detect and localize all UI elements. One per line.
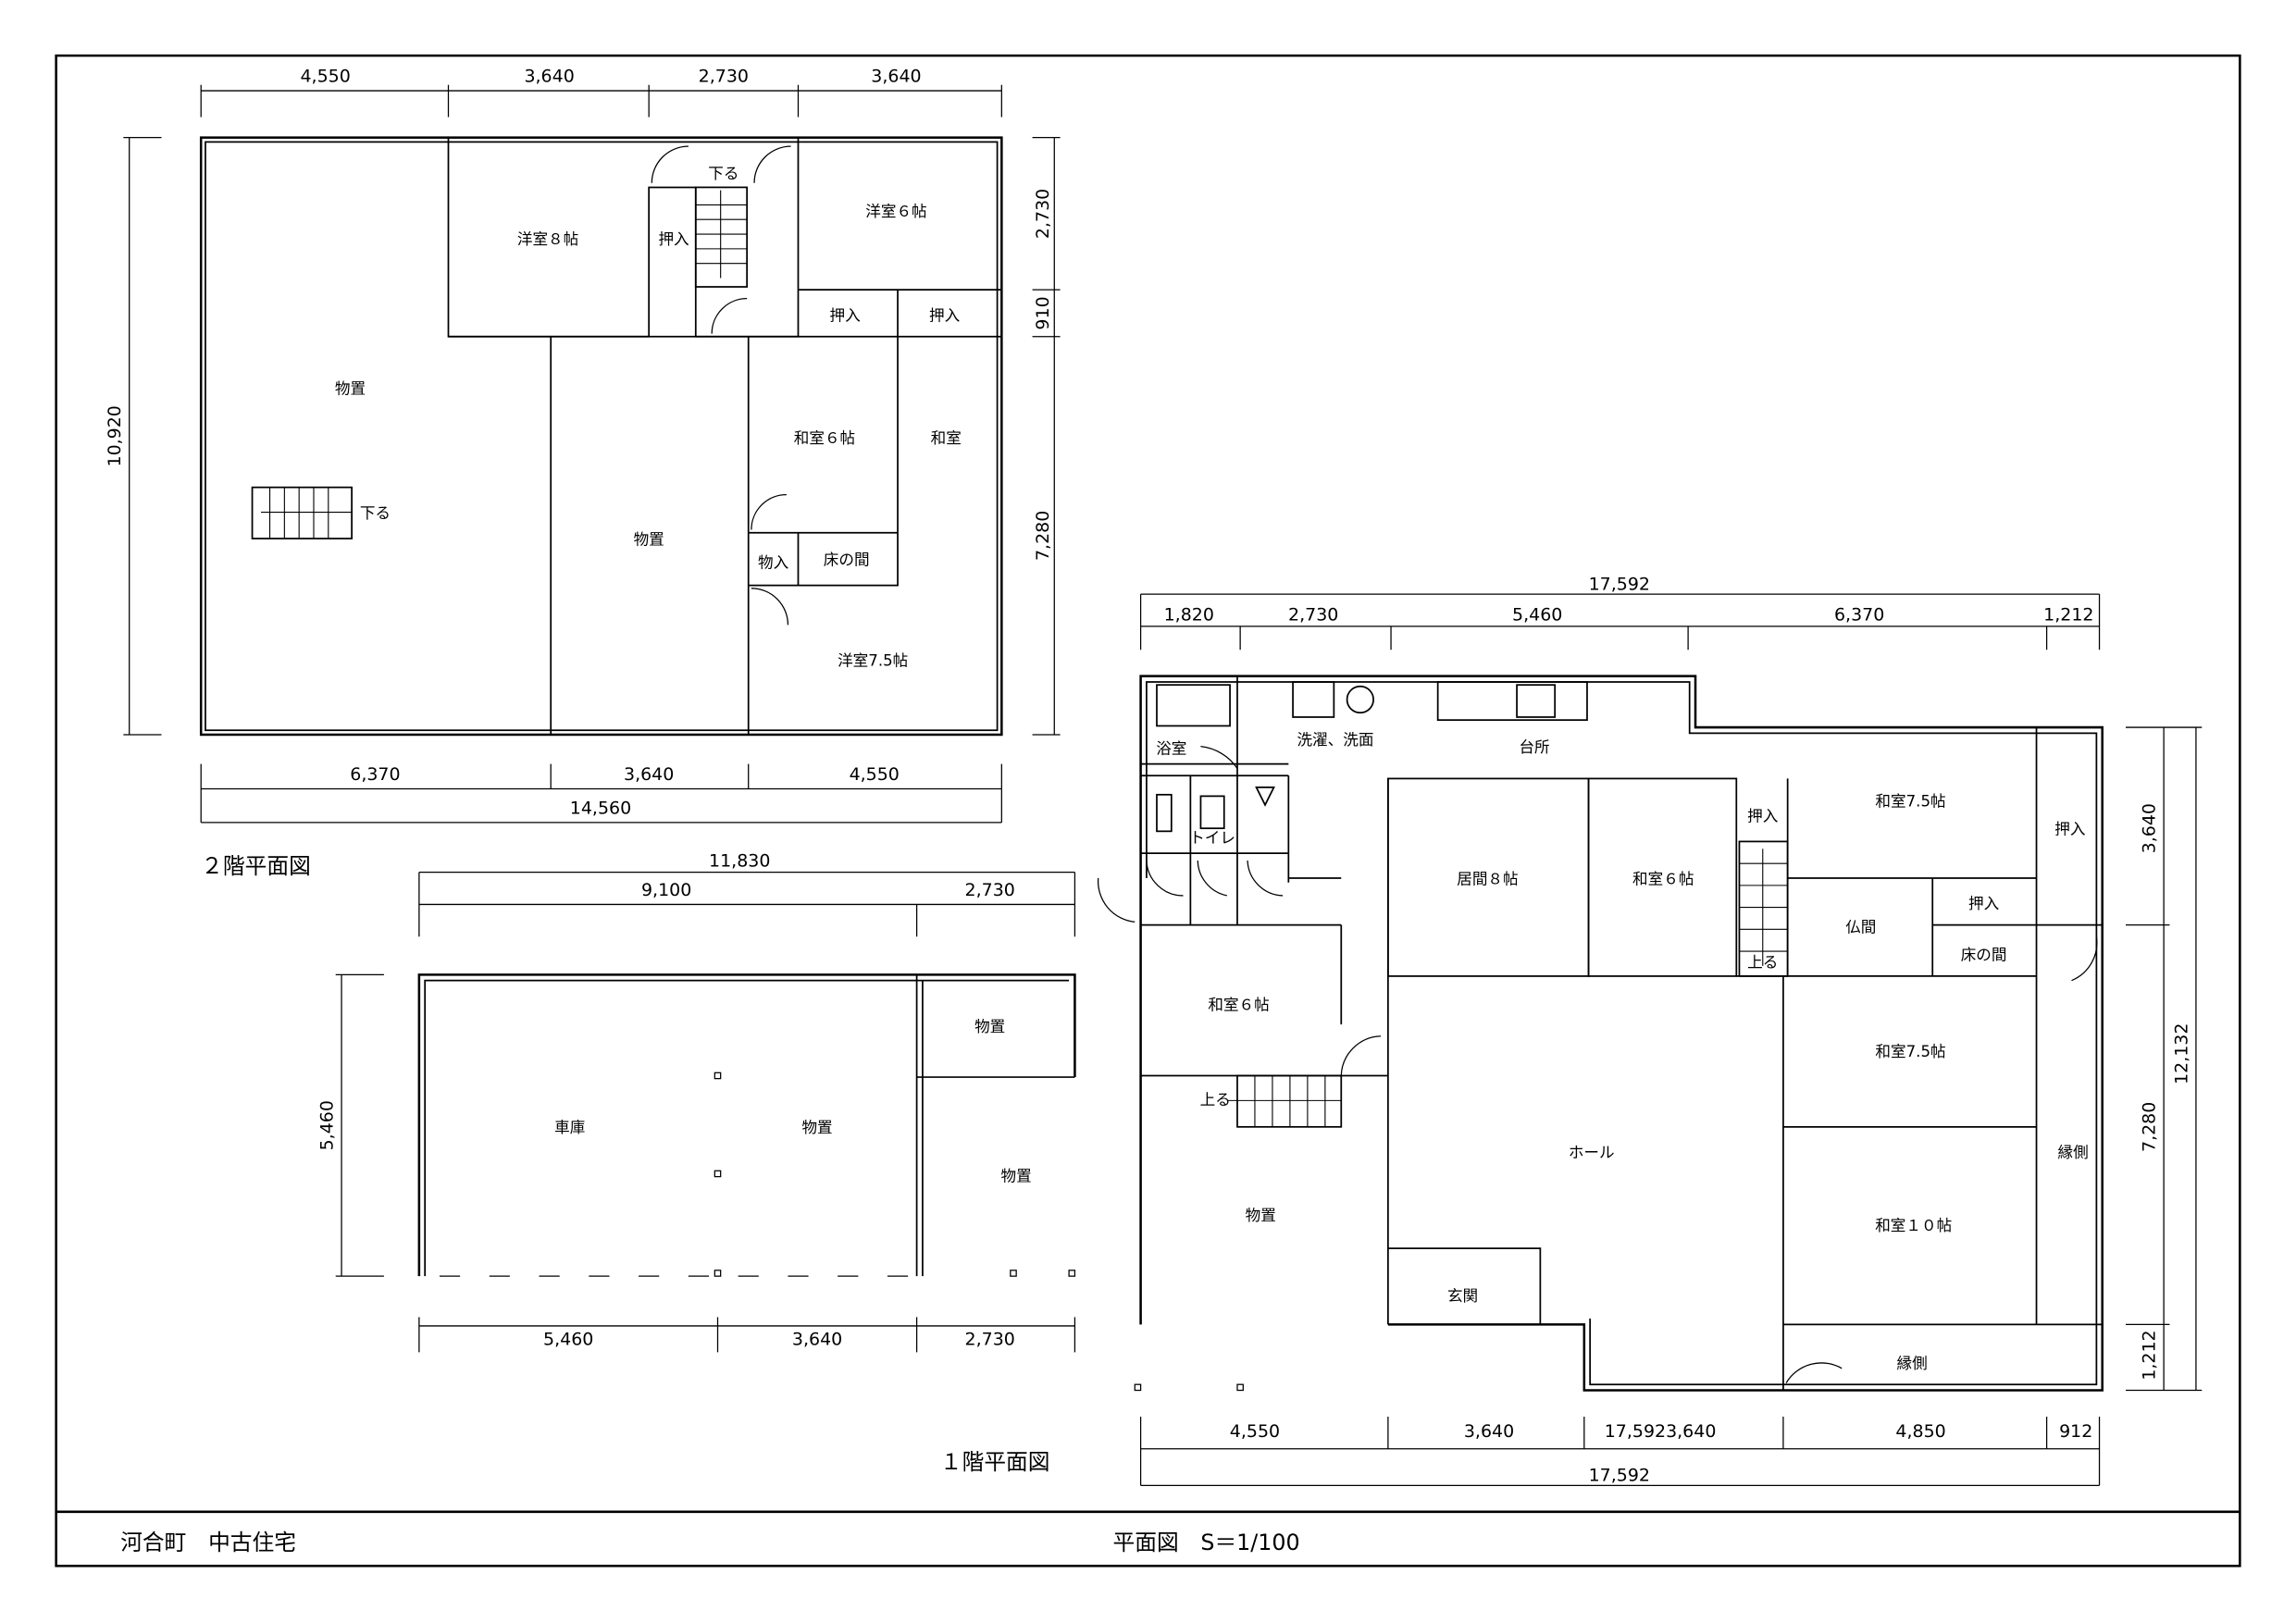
dimensions-bottom: 6,370 3,640 4,550 14,560 xyxy=(200,763,1002,824)
door-swing xyxy=(1098,745,2098,1383)
dim-label: 14,560 xyxy=(570,798,631,818)
dim-label: 17,592 xyxy=(1589,1466,1650,1486)
room-label: トイレ xyxy=(1189,829,1235,847)
room-label: 床の間 xyxy=(824,551,870,568)
dim-label: 2,730 xyxy=(699,67,749,87)
room-label: 物置 xyxy=(335,379,366,397)
dim-label: 3,640 xyxy=(524,67,574,87)
dim-label: 4,550 xyxy=(1230,1421,1280,1442)
room-label: 和室６帖 xyxy=(1208,996,1269,1013)
room-label: 押入 xyxy=(929,306,960,324)
first-floor-plan: 17,592 1,820 2,730 5,460 6,370 1,212 3,6… xyxy=(940,574,2203,1486)
dim-label: 910 xyxy=(1033,296,1053,329)
dim-label: 4,850 xyxy=(1895,1421,1945,1442)
garage-plan: 11,830 9,100 2,730 5,460 5,460 3,640 2,7… xyxy=(317,850,1076,1353)
room-label: 居間８帖 xyxy=(1457,870,1518,887)
room-label: 物置 xyxy=(1001,1167,1032,1184)
room-label: 車庫 xyxy=(554,1119,585,1136)
room-label: 和室7.5帖 xyxy=(1875,792,1945,810)
room-label: 物置 xyxy=(1246,1207,1276,1224)
project-name: 河合町 中古住宅 xyxy=(120,1530,296,1555)
room-label: 上る xyxy=(1200,1091,1231,1109)
dim-label: 912 xyxy=(2059,1421,2092,1442)
dimensions-right: 2,730 910 7,280 xyxy=(1032,137,1061,736)
dim-label: 1,212 xyxy=(2140,1330,2160,1380)
room-label: 洗濯、洗面 xyxy=(1297,731,1373,749)
room-label: 押入 xyxy=(1747,807,1778,824)
dim-label: 17,592 xyxy=(1589,574,1650,594)
dim-label: 6,370 xyxy=(1834,605,1884,626)
room-label: 下る xyxy=(360,504,391,522)
dim-label: 5,460 xyxy=(317,1100,338,1150)
dim-label: 4,550 xyxy=(300,67,350,87)
second-floor-plan: 4,550 3,640 2,730 3,640 10,920 2,730 910… xyxy=(105,67,1061,879)
room-label: 縁側 xyxy=(1897,1355,1928,1372)
room-label: 押入 xyxy=(658,230,689,248)
room-label: 床の間 xyxy=(1961,947,2007,964)
walls xyxy=(1139,675,2104,1392)
plan-title: ２階平面図 xyxy=(201,853,311,879)
dim-label: 3,640 xyxy=(792,1329,842,1349)
dim-label: 1,820 xyxy=(1164,605,1214,626)
door-swing xyxy=(651,145,791,626)
room-label: 玄関 xyxy=(1447,1287,1478,1305)
drawing-title: 平面図 S＝1/100 xyxy=(1113,1530,1300,1555)
walls xyxy=(199,136,1003,737)
dim-label: 5,460 xyxy=(543,1329,593,1349)
room-label: 押入 xyxy=(2054,821,2085,838)
dim-label: 1,212 xyxy=(2043,605,2093,626)
room-label: 縁側 xyxy=(2057,1144,2088,1161)
dim-label: 3,640 xyxy=(624,764,674,785)
room-label: 物入 xyxy=(758,554,788,572)
room-label: 和室 xyxy=(931,429,962,447)
dim-label: 7,280 xyxy=(1033,511,1053,561)
dim-label: 2,730 xyxy=(965,1329,1015,1349)
staircase xyxy=(1738,840,1789,977)
dimensions-left: 10,920 xyxy=(105,137,162,736)
room-label: 洋室６帖 xyxy=(865,203,926,220)
room-label: 物置 xyxy=(801,1119,832,1136)
dim-label: 5,460 xyxy=(1512,605,1562,626)
dim-label: 6,370 xyxy=(350,764,400,785)
room-label: 和室６帖 xyxy=(1632,870,1694,887)
dim-label: 11,830 xyxy=(709,850,770,871)
staircase xyxy=(694,186,749,288)
room-label: 物置 xyxy=(974,1018,1005,1035)
sheet-border xyxy=(55,54,2241,1567)
room-label: 仏間 xyxy=(1845,918,1876,935)
dim-label: 7,280 xyxy=(2140,1102,2160,1152)
room-label: 押入 xyxy=(1968,895,1999,912)
room-label: 和室7.5帖 xyxy=(1875,1043,1945,1060)
dim-label: 2,730 xyxy=(1033,189,1053,239)
dim-label: 3,640 xyxy=(2140,803,2160,853)
dim-label: 2,730 xyxy=(965,880,1015,900)
dim-label: 2,730 xyxy=(1288,605,1338,626)
dim-label: 3,640 xyxy=(871,67,921,87)
room-label: ホール xyxy=(1569,1144,1615,1161)
staircase xyxy=(1226,1074,1343,1128)
dimensions-top: 4,550 3,640 2,730 3,640 xyxy=(200,67,1002,118)
dim-label: 4,550 xyxy=(850,764,900,785)
room-label: 浴室 xyxy=(1156,740,1186,758)
room-label: 押入 xyxy=(830,306,861,324)
plan-title: １階平面図 xyxy=(940,1449,1050,1475)
room-label: 洋室7.5帖 xyxy=(838,652,908,670)
dim-label: 10,920 xyxy=(105,405,125,466)
room-label: 下る xyxy=(708,165,738,182)
room-label: 和室６帖 xyxy=(794,429,855,447)
dim-label: 9,100 xyxy=(641,880,691,900)
room-label: 物置 xyxy=(634,530,664,548)
staircase xyxy=(251,486,353,539)
room-label: 上る xyxy=(1747,953,1778,971)
dim-label: 3,640 xyxy=(1464,1421,1514,1442)
dim-label: 17,5923,640 xyxy=(1605,1421,1717,1442)
room-label: 和室１０帖 xyxy=(1875,1217,1952,1234)
dim-label: 12,132 xyxy=(2171,1023,2191,1084)
room-label: 洋室８帖 xyxy=(517,230,578,248)
room-label: 台所 xyxy=(1519,738,1549,756)
